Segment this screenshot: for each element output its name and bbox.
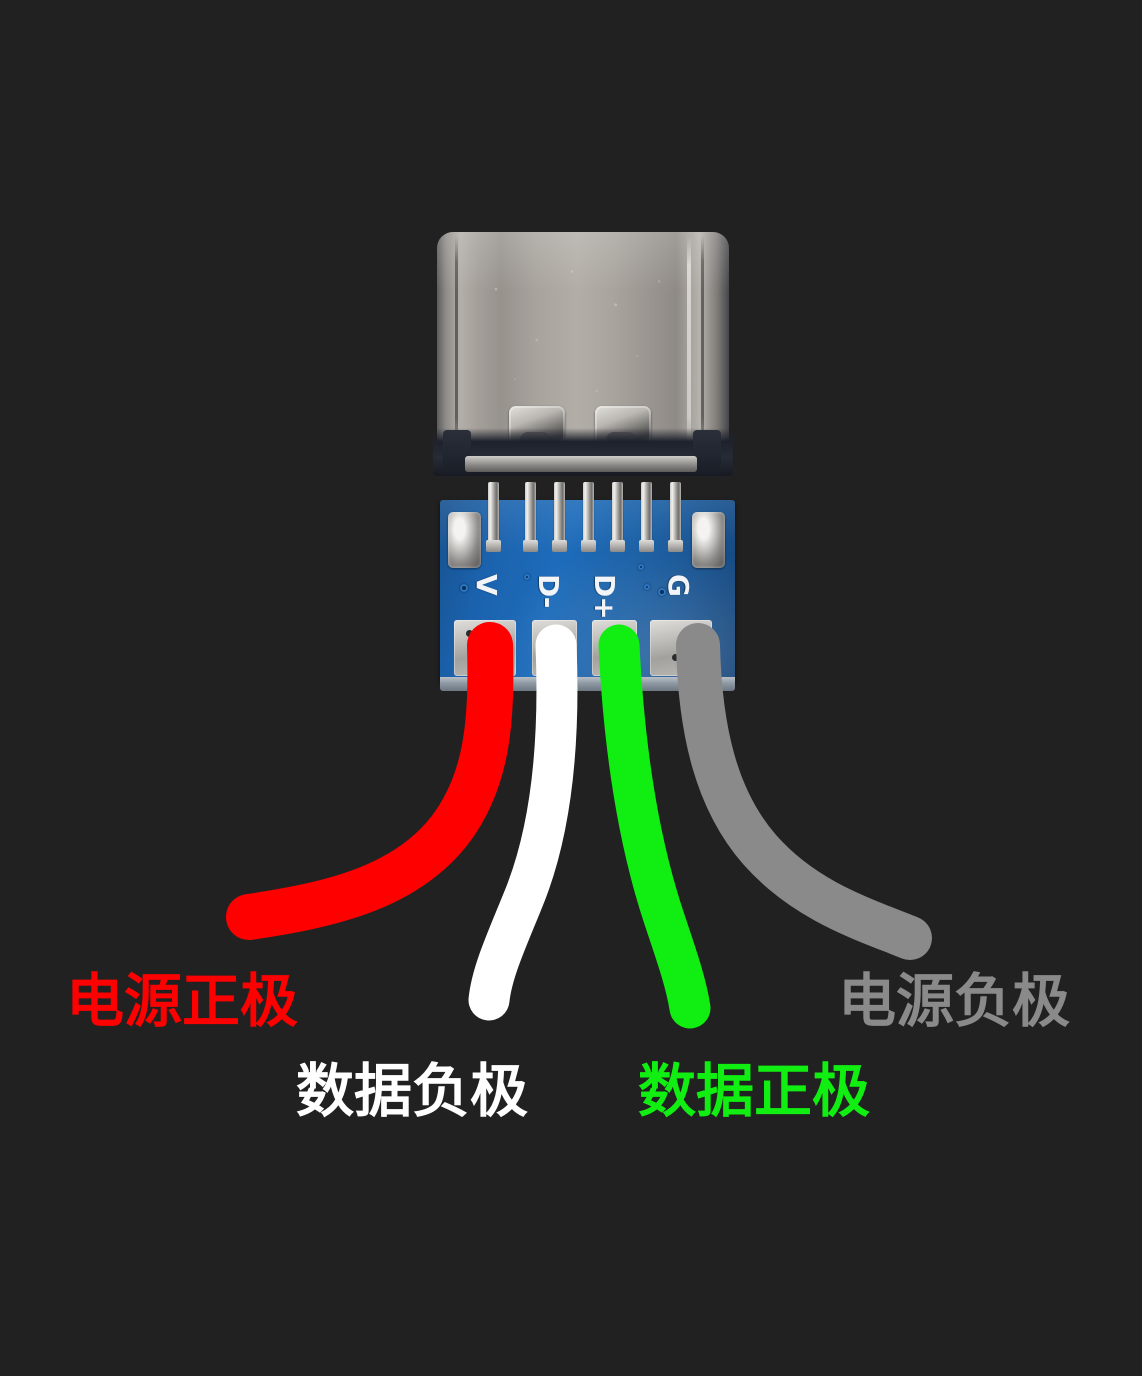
pad-hole — [466, 630, 473, 637]
pcb-via-5 — [658, 588, 666, 596]
pcb-wire-pad-v — [454, 620, 516, 676]
caption-data-negative: 数据负极 — [296, 1057, 529, 1125]
caption-power-positive: 电源正极 — [66, 967, 299, 1035]
pcb-wire-pad-dplus — [592, 620, 637, 676]
pad-hole — [684, 656, 691, 663]
pcb-solder-blob-right — [692, 512, 725, 568]
pcb-solder-blob-left — [448, 512, 481, 568]
pcb-via-4 — [644, 584, 650, 590]
silkscreen-label-dplus: D+ — [588, 574, 621, 619]
caption-power-negative: 电源负极 — [838, 967, 1071, 1035]
shell-texture — [447, 246, 719, 442]
shell-foot-right — [693, 430, 721, 474]
pcb-bottom-edge — [440, 677, 735, 691]
pcb-pin-2 — [523, 482, 538, 552]
pcb-pin-6 — [639, 482, 654, 552]
silkscreen-label-dminus: D- — [532, 574, 565, 608]
shell-seam-right — [701, 236, 704, 450]
usb-c-connector-shell — [433, 232, 733, 477]
caption-data-positive: 数据正极 — [638, 1057, 871, 1125]
silkscreen-label-v: V — [470, 574, 503, 595]
pcb-pin-3 — [552, 482, 567, 552]
pcb-pin-7 — [668, 482, 683, 552]
pcb-via-3 — [638, 564, 644, 570]
silkscreen-label-g: G — [662, 574, 695, 596]
breakout-pcb: V D- D+ G — [440, 482, 735, 691]
shell-highlight-right — [687, 236, 691, 450]
pad-hole — [488, 629, 495, 636]
pcb-pin-4 — [581, 482, 596, 552]
pcb-via-2 — [524, 574, 530, 580]
shell-seam-left — [455, 236, 458, 450]
pcb-pin-1 — [486, 482, 501, 552]
pcb-via-1 — [460, 584, 468, 592]
pad-hole — [672, 654, 679, 661]
wire-data-positive — [598, 624, 711, 1029]
pcb-pin-5 — [610, 482, 625, 552]
pcb-wire-pad-dminus — [532, 620, 577, 676]
shell-bottom-lip — [465, 456, 697, 472]
pcb-wire-pad-g — [650, 620, 712, 676]
wire-data-negative — [468, 624, 578, 1021]
